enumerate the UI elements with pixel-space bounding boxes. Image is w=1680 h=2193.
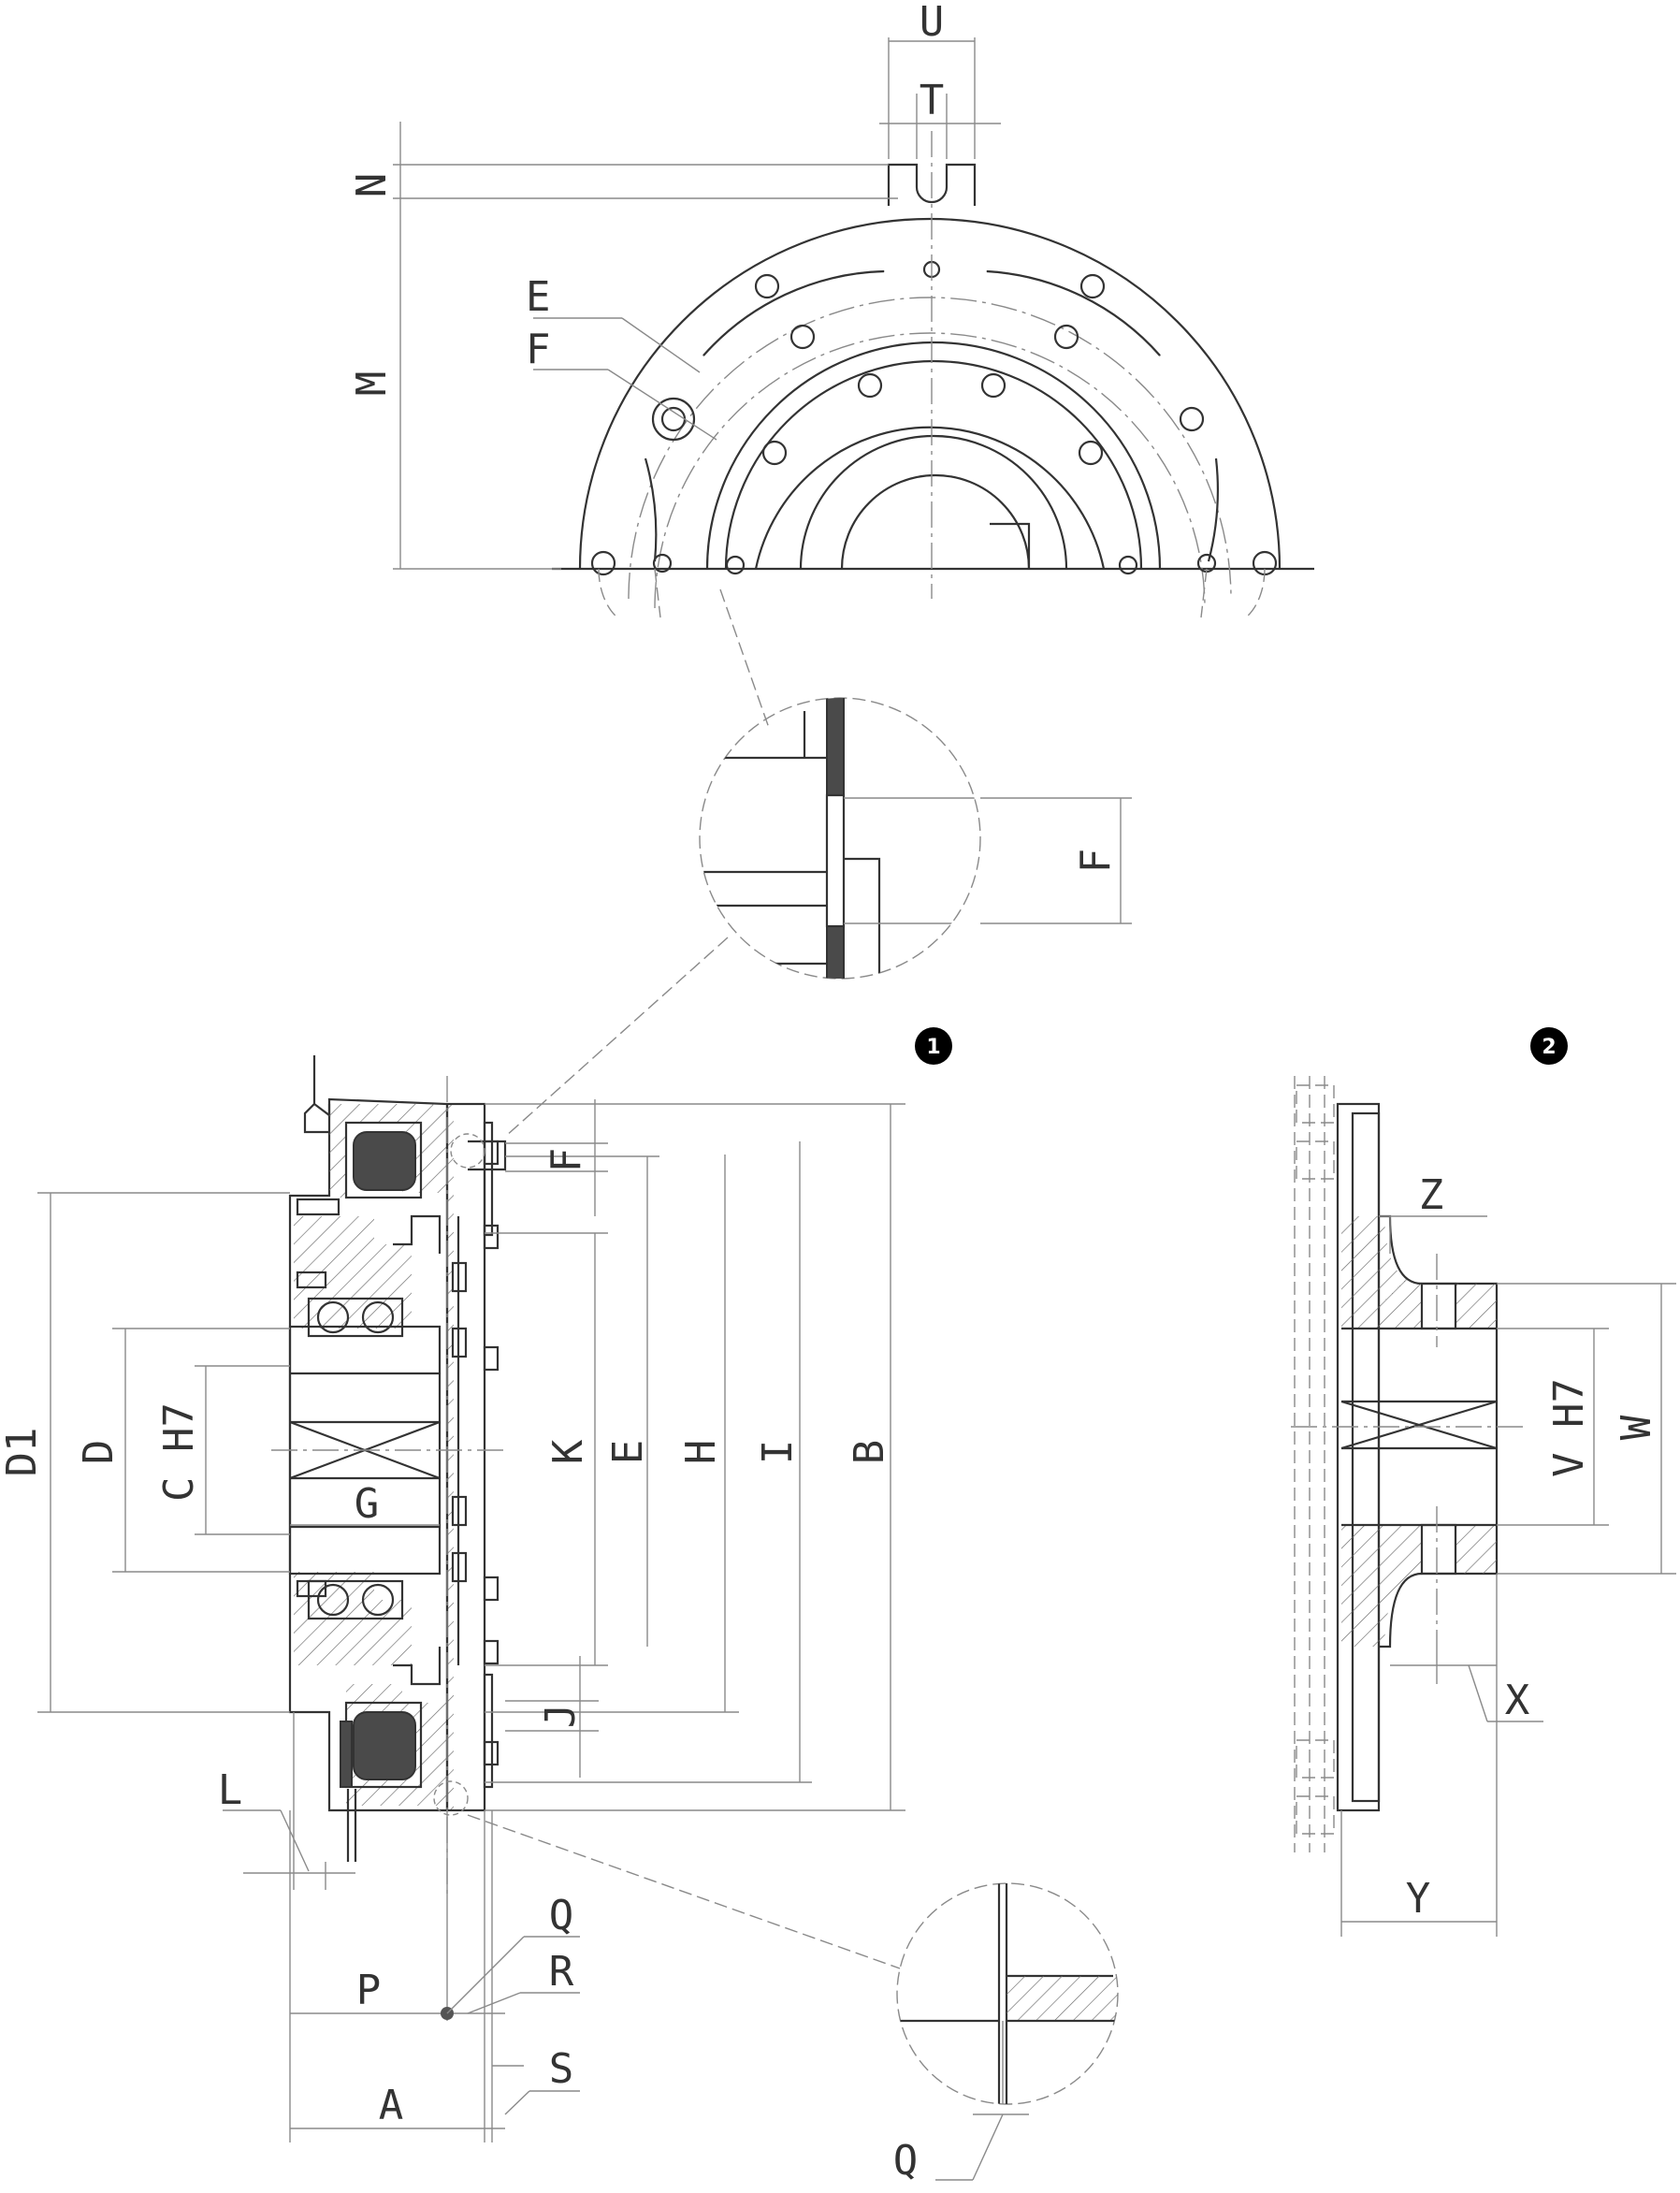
- badge-1-text: 1: [926, 1036, 940, 1059]
- label-F-top: F: [526, 326, 551, 373]
- label-F-detail: F: [1072, 849, 1120, 874]
- label-N: N: [348, 173, 396, 198]
- label-R: R: [549, 1948, 574, 1996]
- badge-2-text: 2: [1542, 1036, 1556, 1059]
- label-M: M: [348, 371, 396, 397]
- label-Y: Y: [1406, 1875, 1431, 1923]
- label-W: W: [1613, 1415, 1660, 1440]
- label-X: X: [1505, 1677, 1530, 1724]
- label-B: B: [846, 1440, 893, 1465]
- view-badge-2: 2: [1530, 1027, 1568, 1065]
- side-section-view: [271, 1055, 507, 1899]
- label-A: A: [379, 2082, 404, 2129]
- label-S: S: [549, 2045, 574, 2093]
- label-Q-detail: Q: [893, 2137, 919, 2185]
- label-F-side: F: [543, 1148, 590, 1173]
- hub-view-2: [1291, 1076, 1525, 1852]
- label-E-side: E: [604, 1440, 652, 1465]
- label-I: I: [754, 1440, 802, 1465]
- label-L: L: [218, 1766, 243, 1814]
- top-front-view: [552, 131, 1314, 618]
- label-D1: D1: [0, 1428, 46, 1477]
- label-V: V H7: [1545, 1378, 1593, 1477]
- label-E-top: E: [526, 273, 551, 321]
- label-K: K: [544, 1439, 592, 1464]
- detail-circle-1: [699, 697, 1132, 980]
- label-Q: Q: [549, 1892, 574, 1939]
- view-badge-1: 1: [915, 1027, 952, 1065]
- label-D: D: [75, 1440, 123, 1465]
- label-T: T: [920, 77, 945, 124]
- label-U: U: [920, 0, 945, 46]
- label-G: G: [355, 1480, 380, 1528]
- label-C: C H7: [155, 1402, 203, 1502]
- top-dimensions: [393, 37, 1001, 570]
- hub-dimensions: [1340, 1215, 1676, 1937]
- side-dimensions: [37, 1099, 905, 2142]
- label-H: H: [677, 1440, 725, 1465]
- detail1-leader: [719, 588, 770, 729]
- label-J: J: [537, 1704, 585, 1729]
- label-P: P: [356, 1967, 382, 2014]
- label-Z: Z: [1419, 1171, 1444, 1219]
- detail-circle-2: [896, 1882, 1119, 2181]
